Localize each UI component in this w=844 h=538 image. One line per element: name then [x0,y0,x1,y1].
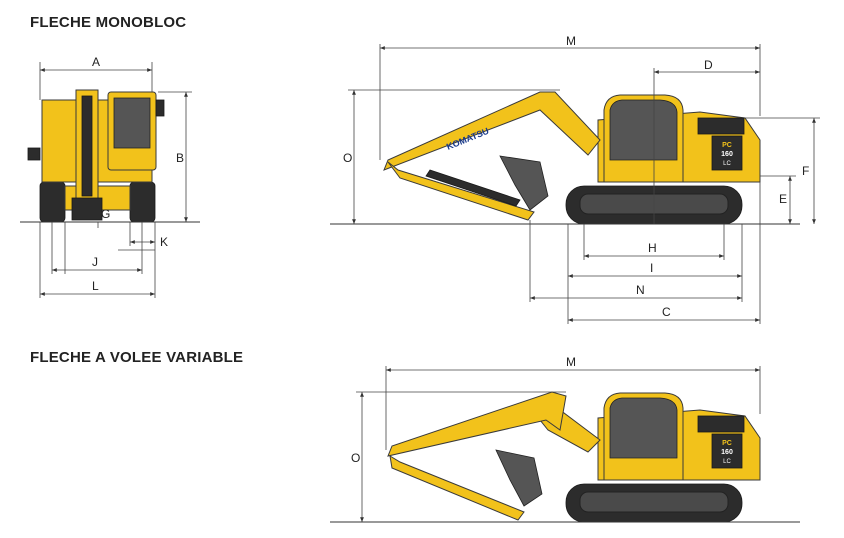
model-text-2: 160 [721,151,733,158]
dim-label-M-variable: M [566,355,576,369]
model-text-2-variable: 160 [721,449,733,456]
dim-label-B: B [176,151,184,165]
dim-label-K: K [160,235,168,249]
bucket-side [499,155,549,211]
side-view-excavator-monobloc: PC 160 LC KOMATSU [330,91,800,225]
section-title-monobloc: FLECHE MONOBLOC [30,14,187,31]
section-title-variable-boom: FLECHE A VOLEE VARIABLE [30,349,244,366]
model-text-1-variable: PC [722,440,732,447]
arm-cylinder [425,169,521,207]
side-dimensions-monobloc: M D O F E H I N C [343,34,820,324]
dim-label-G: G [101,207,110,221]
boom-monobloc [383,91,601,171]
bucket-front [71,197,103,221]
dim-label-A: A [92,55,100,69]
model-badge [711,135,743,171]
front-dimensions: A B G K J L [39,55,192,298]
left-track-front [39,181,66,223]
front-view-excavator [20,89,200,223]
dim-label-M: M [566,34,576,48]
dim-label-D: D [704,58,713,72]
dim-label-I: I [650,261,653,275]
dim-label-C: C [662,305,671,319]
dim-label-E: E [779,192,787,206]
dim-label-O-variable: O [351,451,360,465]
dim-label-H: H [648,241,657,255]
model-text-1: PC [722,142,732,149]
side-dimensions-variable: M O [351,355,761,522]
arm-monobloc [387,161,535,221]
dim-label-O: O [343,151,352,165]
model-text-3-variable: LC [723,459,731,465]
dim-label-N: N [636,283,645,297]
bucket-variable [495,449,543,507]
dim-label-J: J [92,255,98,269]
side-view-excavator-variable: PC 160 LC [330,391,800,523]
dim-label-L: L [92,279,99,293]
mirror-right [155,99,165,117]
model-text-3: LC [723,161,731,167]
mirror-left [27,147,41,161]
engine-cover [697,117,745,135]
boom-cylinder-front [81,95,93,197]
arm-variable [389,455,525,521]
boom-upper-piece [387,391,567,457]
cab-window-front [113,97,151,149]
dim-label-F: F [802,164,809,178]
right-track-front [129,181,156,223]
cab-window-side [609,99,678,161]
